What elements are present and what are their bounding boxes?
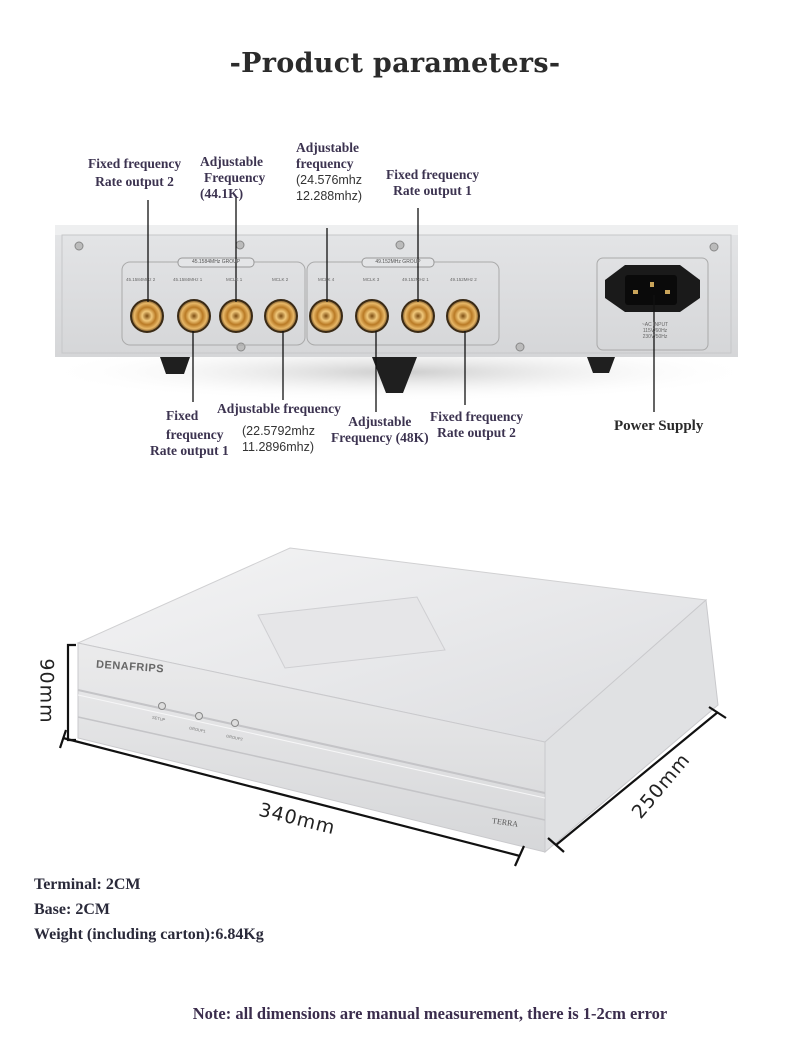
group1-label: 45.1584MHz GROUP [191,259,241,265]
page-title: -Product parameters- [229,48,561,79]
dimension-depth: 250mm [627,748,695,824]
group2-label: 49.152MHz GROUP [375,259,421,265]
ac-spec: 115V/60Hz [642,328,668,334]
port-label: MCLK 4 [318,277,335,282]
brand-logo: DENAFRIPS [95,658,165,676]
callout-lines [147,197,655,412]
button-label: GROUP2 [225,733,244,742]
model-label: TERRA [491,816,519,829]
spec-base: Base: 2CM [34,901,110,918]
callout-adjustable-22m: Adjustable frequency (22.5792mhz 11.2896… [217,401,341,454]
measurement-note: Note: all dimensions are manual measurem… [192,1004,668,1023]
front-buttons [158,702,239,727]
rear-panel-illustration [40,197,760,412]
bnc-connectors [130,299,480,333]
ac-input-label: ~AC INPUT 115V/60Hz 230V/50Hz [620,322,690,340]
port-label: MCLK 2 [272,277,289,282]
ac-input-text: ~AC INPUT [641,322,669,328]
ac-spec: 230V/50Hz [642,334,668,340]
port-label: 45.1584MHz 1 [173,277,203,282]
dimension-lines [58,643,727,867]
spec-weight: Weight (including carton):6.84Kg [34,926,264,943]
button-label: SETUP [151,714,166,723]
port-label: MCLK 1 [226,277,243,282]
dimension-height: 90mm [35,658,58,724]
feet [160,357,615,393]
port-label: MCLK 3 [363,277,380,282]
spec-terminal: Terminal: 2CM [34,876,141,893]
port-label: 49.152MHz 1 [402,277,429,282]
dimension-width: 340mm [256,798,338,840]
port-label: 45.1584MHz 2 [126,277,156,282]
callout-power-supply: Power Supply [614,418,704,434]
button-label: GROUP1 [188,725,207,734]
port-label: 49.152MHz 2 [450,277,477,282]
